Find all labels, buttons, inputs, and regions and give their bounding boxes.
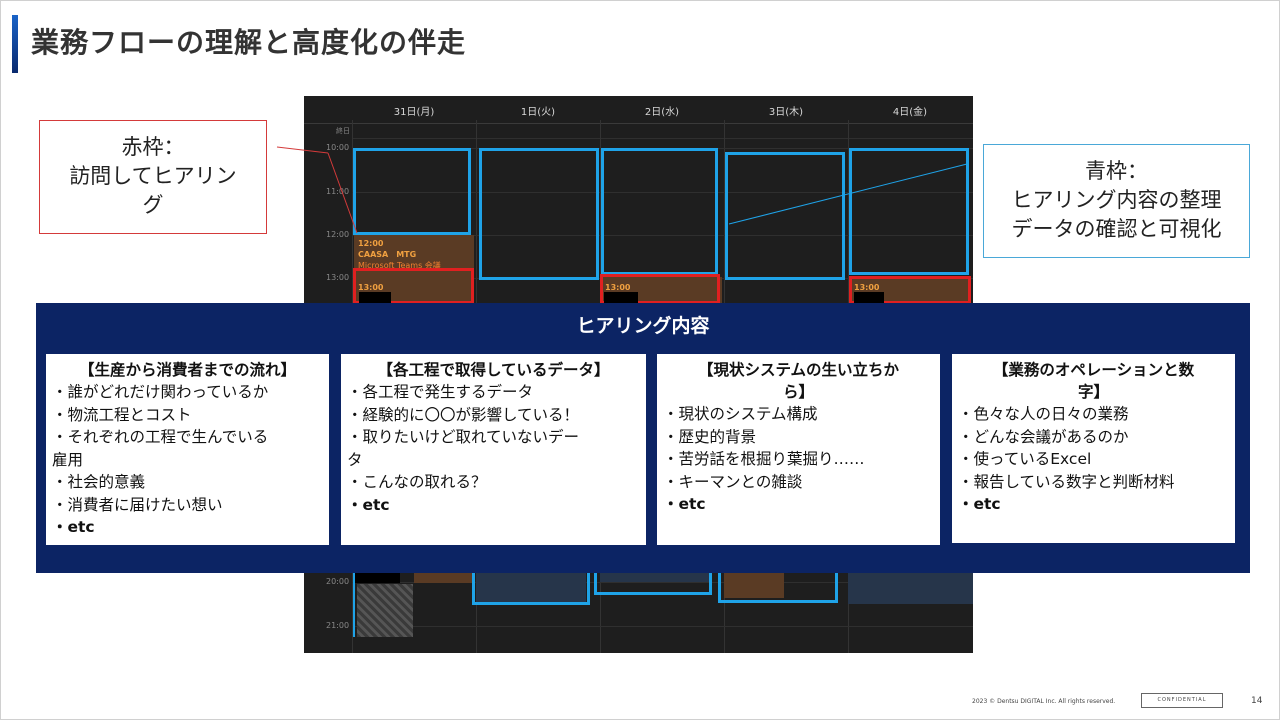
calendar-day-mon: 31日(月) [393, 107, 435, 118]
card-item: ・使っているExcel [958, 450, 1092, 468]
red-connector-line [276, 146, 329, 154]
card-item: ・各工程で発生するデータ [347, 383, 534, 401]
card-heading: 【生産から消費者までの流れ】 [78, 361, 296, 379]
event-time: 13:00 [854, 283, 880, 292]
callout-blue-text: 青枠： ヒアリング内容の整理 データの確認と可視化 [984, 157, 1249, 244]
blue-frame-thu [725, 152, 845, 280]
redacted-box [354, 571, 400, 583]
card-heading: 字】 [1077, 383, 1109, 401]
blue-frame-fri [849, 148, 969, 275]
callout-red-text: 赤枠： 訪問してヒアリン グ [40, 133, 266, 220]
card-item: ・色々な人の日々の業務 [958, 405, 1129, 423]
card-item: ・歴史的背景 [663, 427, 757, 446]
blue-frame-tue [479, 148, 599, 280]
calendar-day-tue: 1日(火) [520, 107, 556, 118]
red-frame-fri [849, 276, 971, 304]
footer-copyright: 2023 © Dentsu DIGITAL Inc. All rights re… [972, 698, 1116, 705]
calendar-gridline [352, 138, 973, 139]
card-heading: ら】 [782, 383, 814, 401]
redacted-box [854, 292, 884, 304]
calendar-gridline [352, 582, 973, 583]
blue-frame-tue-lower [472, 566, 590, 605]
blue-connector-line [728, 163, 968, 225]
card-item: ・消費者に届けたい想い [52, 495, 223, 514]
calendar-gridline [352, 626, 973, 627]
card-item: ・取りたいけど取れていないデー [347, 428, 580, 446]
card-item: ・etc [958, 495, 1001, 513]
calendar-hatched-block [357, 584, 413, 637]
panel-title: ヒアリング内容 [576, 315, 710, 337]
card-item: ・物流工程とコスト [52, 405, 192, 424]
redacted-box [359, 292, 391, 304]
callout-line: ヒアリング内容の整理 [1011, 188, 1222, 212]
blue-frame-mon [353, 148, 471, 235]
event-subtitle: Microsoft Teams 会議 [358, 261, 441, 270]
card-item: ・etc [347, 495, 390, 514]
card-item: ・苦労話を根掘り葉掘り…… [663, 450, 865, 468]
card-item: ・社会的意義 [52, 473, 146, 491]
blue-frame-wed-lower [594, 566, 712, 595]
card-item: ・それぞれの工程で生んでいる [52, 428, 269, 446]
callout-blue-frame: 青枠： ヒアリング内容の整理 データの確認と可視化 [983, 144, 1250, 258]
event-time: 13:00 [605, 283, 631, 292]
hearing-panel: ヒアリング内容 【生産から消費者までの流れ】 ・誰がどれだけ関わっているか ・物… [36, 303, 1250, 573]
card-item: ・誰がどれだけ関わっているか [52, 383, 269, 401]
card-heading: 【業務のオペレーションと数 [992, 361, 1195, 379]
calendar-event-caasa-text: 12:00 CAASA MTG Microsoft Teams 会議 [358, 238, 441, 271]
calendar-gridline [352, 235, 973, 236]
calendar-time-label: 20:00 [326, 577, 350, 586]
callout-line: グ [142, 193, 164, 217]
calendar-allday-label: 終日 [336, 127, 350, 135]
card-item: ・こんなの取れる？ [347, 473, 487, 491]
calendar-now-line [353, 571, 355, 637]
event-time: 13:00 [358, 283, 384, 292]
calendar-time-label: 13:00 [326, 273, 350, 282]
callout-line: 訪問してヒアリン [69, 164, 237, 188]
card-item: タ [347, 450, 363, 469]
calendar-day-fri: 4日(金) [892, 107, 928, 118]
blue-frame-thu-lower [718, 566, 838, 603]
callout-line: データの確認と可視化 [1011, 217, 1222, 241]
callout-line: 青枠： [1085, 159, 1148, 183]
card-flow: 【生産から消費者までの流れ】 ・誰がどれだけ関わっているか ・物流工程とコスト … [46, 354, 329, 545]
card-item: ・etc [663, 495, 706, 513]
card-item: ・etc [52, 518, 95, 536]
card-heading: 【各工程で取得しているデータ】 [377, 361, 610, 379]
red-connector-line [327, 152, 358, 234]
card-item: ・報告している数字と判断材料 [958, 472, 1175, 491]
callout-red-frame: 赤枠： 訪問してヒアリン グ [39, 120, 267, 234]
event-time: 12:00 [358, 239, 384, 248]
confidential-badge: CONFIDENTIAL [1141, 693, 1223, 708]
calendar-event-block [414, 571, 474, 583]
card-operation: 【業務のオペレーションと数 字】 ・色々な人の日々の業務 ・どんな会議があるのか… [952, 354, 1235, 543]
card-system: 【現状システムの生い立ちか ら】 ・現状のシステム構成 ・歴史的背景 ・苦労話を… [657, 354, 940, 545]
card-item: 雇用 [52, 450, 84, 469]
redacted-box [604, 292, 638, 304]
red-frame-wed [600, 274, 720, 304]
calendar-time-label: 11:00 [326, 187, 350, 196]
callout-line: 赤枠： [121, 135, 185, 159]
calendar-day-thu: 3日(木) [768, 107, 804, 118]
event-title: CAASA MTG [358, 250, 417, 259]
title-accent-bar [12, 15, 18, 73]
calendar-day-wed: 2日(水) [644, 107, 680, 118]
card-item: ・経験的に〇〇が影響している！ [347, 405, 580, 424]
calendar-time-label: 10:00 [326, 143, 350, 152]
page-title: 業務フローの理解と高度化の伴走 [31, 26, 467, 59]
calendar-time-label: 21:00 [326, 621, 350, 630]
card-item: ・どんな会議があるのか [958, 427, 1129, 446]
card-item: ・キーマンとの雑談 [663, 472, 803, 491]
calendar-header: 31日(月) 1日(火) 2日(水) 3日(木) 4日(金) [304, 96, 973, 124]
card-item: ・現状のシステム構成 [663, 405, 818, 423]
card-data: 【各工程で取得しているデータ】 ・各工程で発生するデータ ・経験的に〇〇が影響し… [341, 354, 646, 545]
red-frame-mon [353, 268, 474, 304]
blue-frame-wed [601, 148, 718, 275]
card-heading: 【現状システムの生い立ちか [697, 361, 900, 379]
calendar-gridline [352, 192, 973, 193]
calendar-time-label: 12:00 [326, 230, 350, 239]
page-number: 14 [1251, 696, 1263, 706]
